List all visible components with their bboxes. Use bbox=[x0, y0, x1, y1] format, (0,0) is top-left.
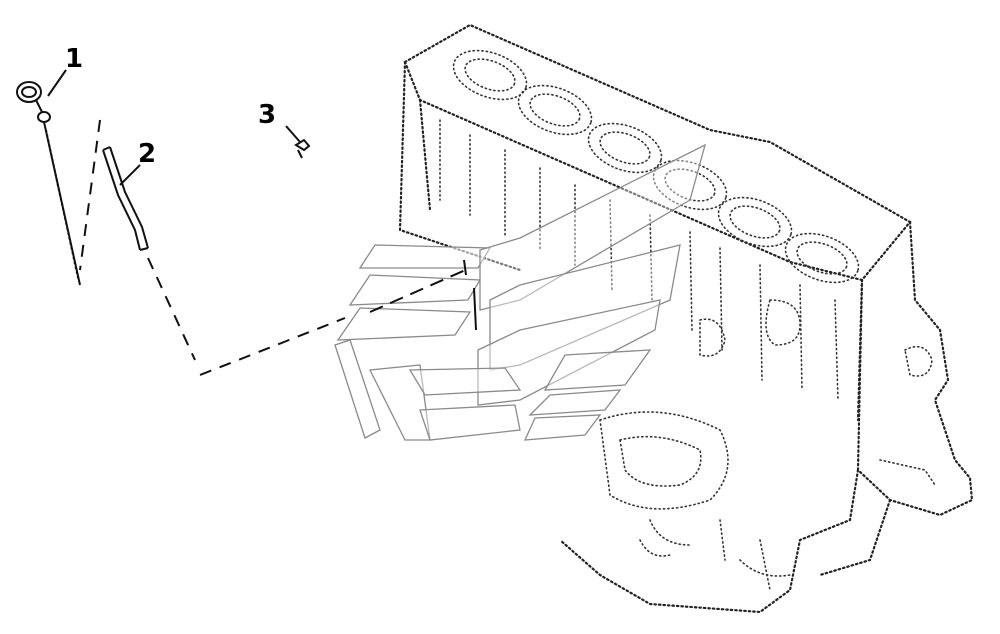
cylinder-bores bbox=[452, 49, 860, 284]
leader-lines bbox=[47, 69, 301, 186]
callout-2: 2 bbox=[138, 139, 156, 169]
callout-3: 3 bbox=[258, 100, 276, 130]
side-cover-panels bbox=[334, 143, 707, 441]
block-ribs bbox=[439, 119, 839, 591]
engine-block bbox=[398, 23, 974, 614]
callout-labels: 1 2 3 bbox=[65, 44, 276, 169]
assembly-dashed-lines bbox=[79, 119, 346, 376]
dipstick-icon bbox=[16, 81, 81, 286]
tube-mount-marks bbox=[369, 259, 477, 331]
dipstick bbox=[16, 81, 81, 286]
dipstick-tube-icon bbox=[102, 146, 149, 251]
dipstick-tube bbox=[102, 146, 149, 251]
bolt bbox=[294, 138, 311, 159]
bolt-icon bbox=[294, 138, 311, 159]
callout-1: 1 bbox=[65, 44, 83, 74]
